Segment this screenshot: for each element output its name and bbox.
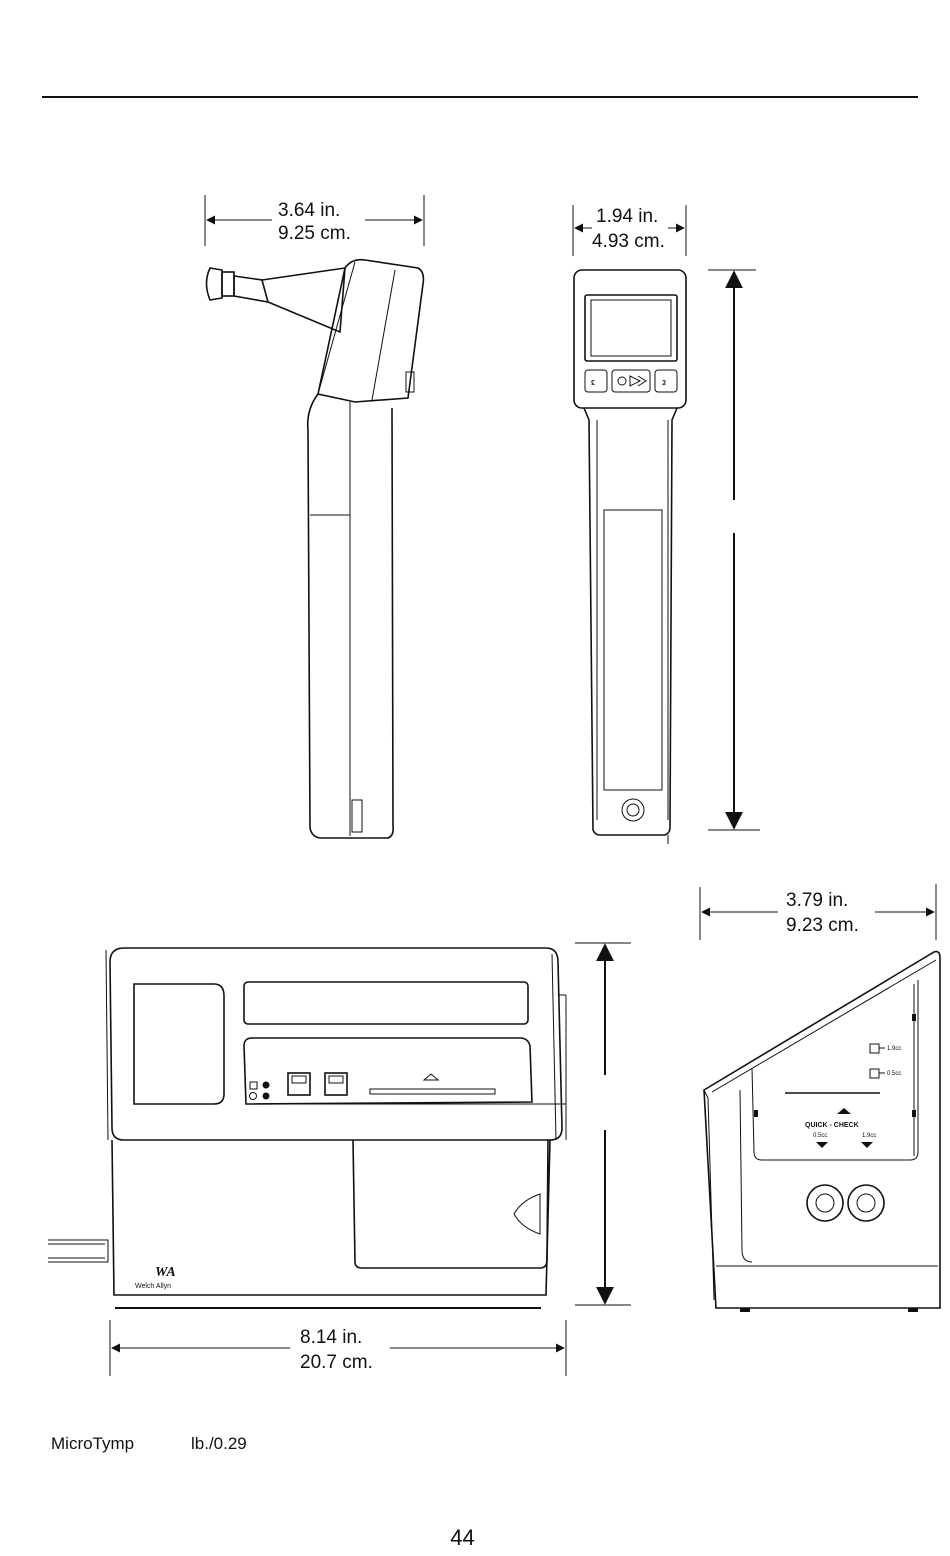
caption-weight: lb./0.29: [191, 1434, 247, 1454]
welch-allyn-logo-mark: WA: [155, 1265, 176, 1280]
printer-side-depth-in: 3.79 in.: [786, 890, 848, 911]
handheld-front-view: 1.94 in. 4.93 cm. ʢ ʡ: [573, 205, 760, 844]
page-number: 44: [0, 1525, 925, 1551]
printer-side-view: 3.79 in. 9.23 cm. 1.9cc 0.5cc QUICK - CH…: [700, 884, 940, 1312]
printer-front-width-in: 8.14 in.: [300, 1327, 362, 1348]
handheld-side-width-cm: 9.25 cm.: [278, 223, 351, 244]
handheld-front-width-in: 1.94 in.: [596, 206, 658, 227]
welch-allyn-logo-name: Welch Allyn: [135, 1283, 171, 1290]
printer-front-width-cm: 20.7 cm.: [300, 1352, 373, 1373]
handheld-side-view: 3.64 in. 9.25 cm.: [205, 195, 424, 838]
quick-check-1-9cc: 1.9cc: [862, 1133, 876, 1139]
label-1-9cc: 1.9cc: [887, 1046, 901, 1052]
label-0-5cc: 0.5cc: [887, 1071, 901, 1077]
quick-check-0-5cc: 0.5cc: [813, 1133, 827, 1139]
svg-text:ʡ: ʡ: [662, 380, 666, 387]
svg-text:ʢ: ʢ: [591, 380, 595, 387]
printer-side-depth-cm: 9.23 cm.: [786, 915, 859, 936]
handheld-front-width-cm: 4.93 cm.: [592, 231, 665, 252]
handheld-side-width-in: 3.64 in.: [278, 200, 340, 221]
printer-front-view: WA Welch Allyn 8.14 in. 20.7 cm.: [48, 943, 631, 1376]
quick-check-label: QUICK - CHECK: [805, 1122, 859, 1129]
caption-product: MicroTymp: [51, 1434, 191, 1454]
